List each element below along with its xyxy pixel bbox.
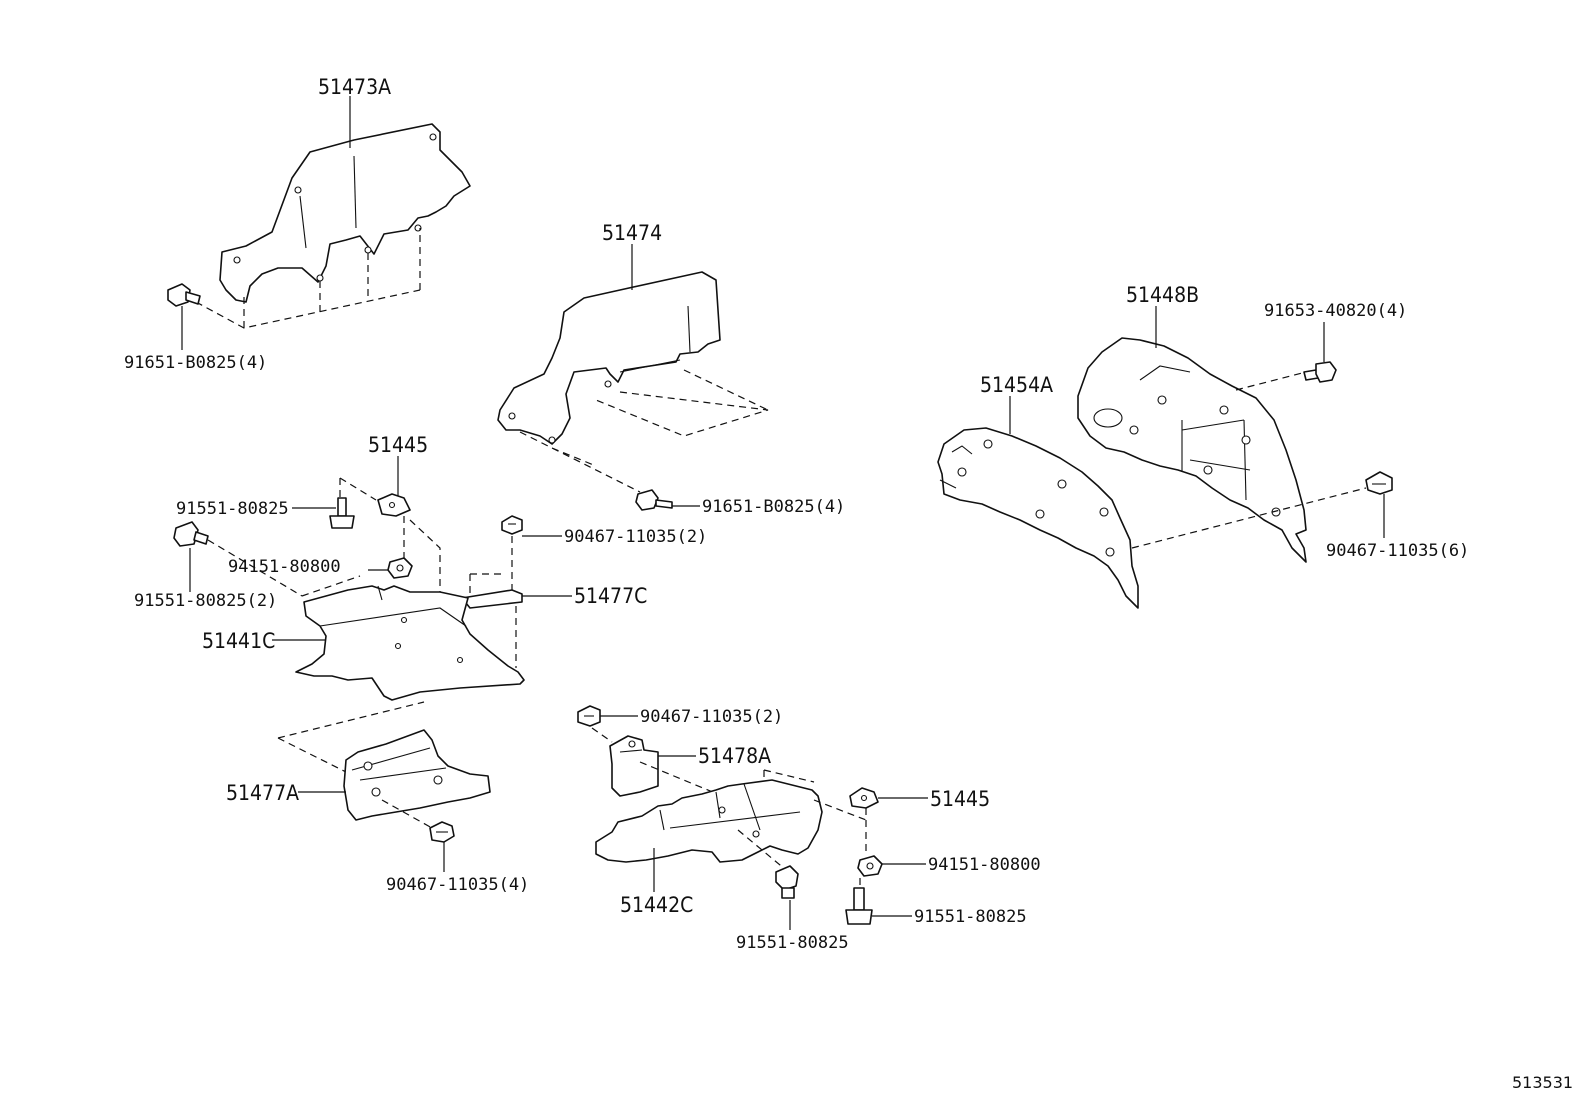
clip-90467-11035-lower[interactable]	[577, 705, 601, 727]
part-51445-lower[interactable]	[849, 787, 879, 809]
label-94151-80800-lower: 94151-80800	[928, 855, 1041, 875]
bolt-91651-B0825-left[interactable]	[167, 283, 201, 307]
clip-90467-11035-6[interactable]	[1365, 471, 1393, 495]
bolt-91551-80825-upper[interactable]	[329, 497, 355, 529]
label-51448B: 51448B	[1126, 283, 1199, 307]
label-91651-B0825-left: 91651-B0825(4)	[124, 353, 267, 373]
label-91651-B0825-center: 91651-B0825(4)	[702, 497, 845, 517]
label-90467-11035-upper: 90467-11035(2)	[564, 527, 707, 547]
label-91551-80825-2: 91551-80825(2)	[134, 591, 277, 611]
label-90467-11035-6: 90467-11035(6)	[1326, 541, 1469, 561]
diagram-code: 513531	[1512, 1073, 1573, 1092]
bolt-91551-80825-lower-right[interactable]	[845, 887, 873, 925]
nut-94151-80800-upper[interactable]	[387, 557, 413, 579]
label-51454A: 51454A	[980, 373, 1053, 397]
part-51478A[interactable]	[609, 735, 659, 797]
part-51473A[interactable]	[219, 123, 471, 303]
label-51441C: 51441C	[202, 629, 275, 653]
label-51442C: 51442C	[620, 893, 693, 917]
clip-90467-11035-4[interactable]	[429, 821, 455, 843]
label-51474: 51474	[602, 221, 662, 245]
part-51441C[interactable]	[295, 585, 525, 701]
part-51477C[interactable]	[461, 589, 523, 609]
bolt-91551-80825-2[interactable]	[173, 521, 209, 547]
label-51473A: 51473A	[318, 75, 391, 99]
label-90467-11035-4: 90467-11035(4)	[386, 875, 529, 895]
label-51445-upper: 51445	[368, 433, 428, 457]
part-51474[interactable]	[497, 271, 721, 445]
label-91551-80825-lower-center: 91551-80825	[736, 933, 849, 953]
label-91653-40820: 91653-40820(4)	[1264, 301, 1407, 321]
label-94151-80800-upper: 94151-80800	[228, 557, 341, 577]
label-51445-lower: 51445	[930, 787, 990, 811]
label-91551-80825-upper: 91551-80825	[176, 499, 289, 519]
part-51442C[interactable]	[595, 779, 823, 863]
part-51445-upper[interactable]	[377, 493, 411, 517]
part-51454A[interactable]	[937, 427, 1139, 609]
bolt-91653-40820[interactable]	[1303, 361, 1337, 383]
label-90467-11035-lower: 90467-11035(2)	[640, 707, 783, 727]
part-51448B[interactable]	[1077, 337, 1307, 563]
label-51477C: 51477C	[574, 584, 647, 608]
bolt-91651-B0825-center[interactable]	[635, 489, 673, 511]
label-51477A: 51477A	[226, 781, 299, 805]
nut-94151-80800-lower[interactable]	[857, 855, 883, 877]
label-91551-80825-lower-right: 91551-80825	[914, 907, 1027, 927]
bolt-91551-80825-lower-center[interactable]	[775, 865, 799, 899]
clip-90467-11035-upper[interactable]	[501, 515, 523, 535]
part-51477A[interactable]	[343, 729, 491, 821]
label-51478A: 51478A	[698, 744, 771, 768]
